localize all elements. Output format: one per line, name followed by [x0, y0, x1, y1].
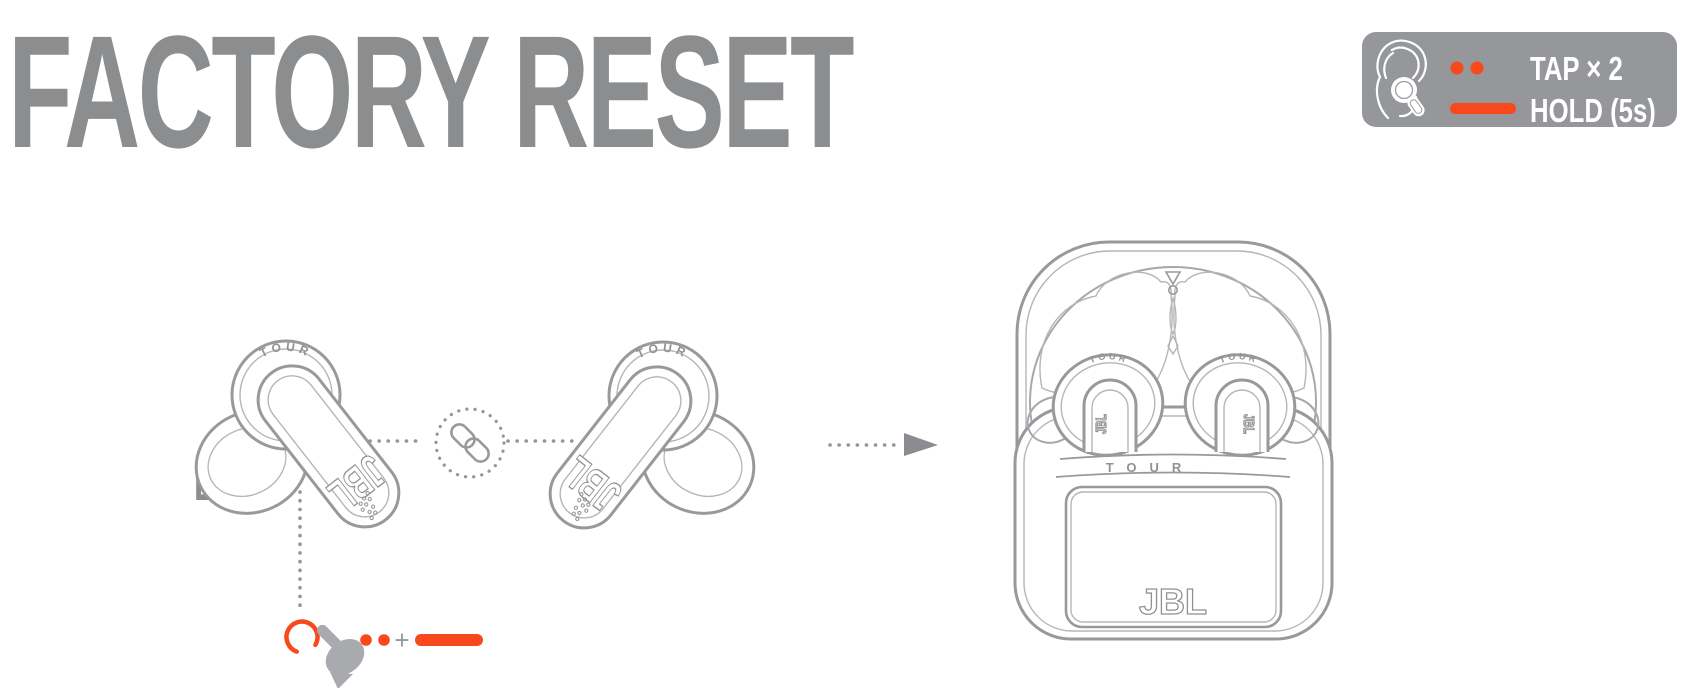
hand-icon	[316, 624, 365, 688]
earbud-left-illustration: TOUR JBL	[194, 339, 401, 529]
charging-case-illustration: TOUR JBL TOUR JBL T	[1013, 240, 1334, 641]
speaker-grille-icon	[571, 492, 591, 522]
case-model-text: TOUR	[1106, 460, 1195, 475]
plus-sign: +	[394, 625, 409, 655]
case-earbud-right: TOUR JBL	[1183, 351, 1320, 457]
tap-dots-icon	[360, 634, 390, 646]
speaker-grille-icon	[358, 491, 378, 521]
gesture-legend: TAP × 2 HOLD (5s)	[1362, 32, 1677, 127]
case-earbud-right-brand-text: JBL	[1241, 414, 1258, 434]
hold-bar-icon	[1450, 103, 1516, 114]
case-earbud-left-brand-text: JBL	[1092, 414, 1109, 434]
ear-icon	[1375, 39, 1427, 120]
tap-dots-icon	[1450, 61, 1484, 75]
case-earbud-left: TOUR JBL	[1026, 351, 1165, 457]
link-icon	[434, 407, 506, 479]
tap-gesture-icon	[284, 619, 365, 688]
page-title: FACTORY RESET	[8, 2, 855, 181]
case-brand-logo: JBL	[1139, 581, 1207, 622]
tap-label: TAP × 2	[1530, 50, 1623, 87]
arrow-icon	[828, 433, 938, 456]
hold-label: HOLD (5s)	[1530, 92, 1656, 129]
case-screen: JBL	[1064, 485, 1283, 629]
alignment-marker-icon	[1164, 271, 1182, 295]
hold-bar-icon	[415, 634, 483, 646]
